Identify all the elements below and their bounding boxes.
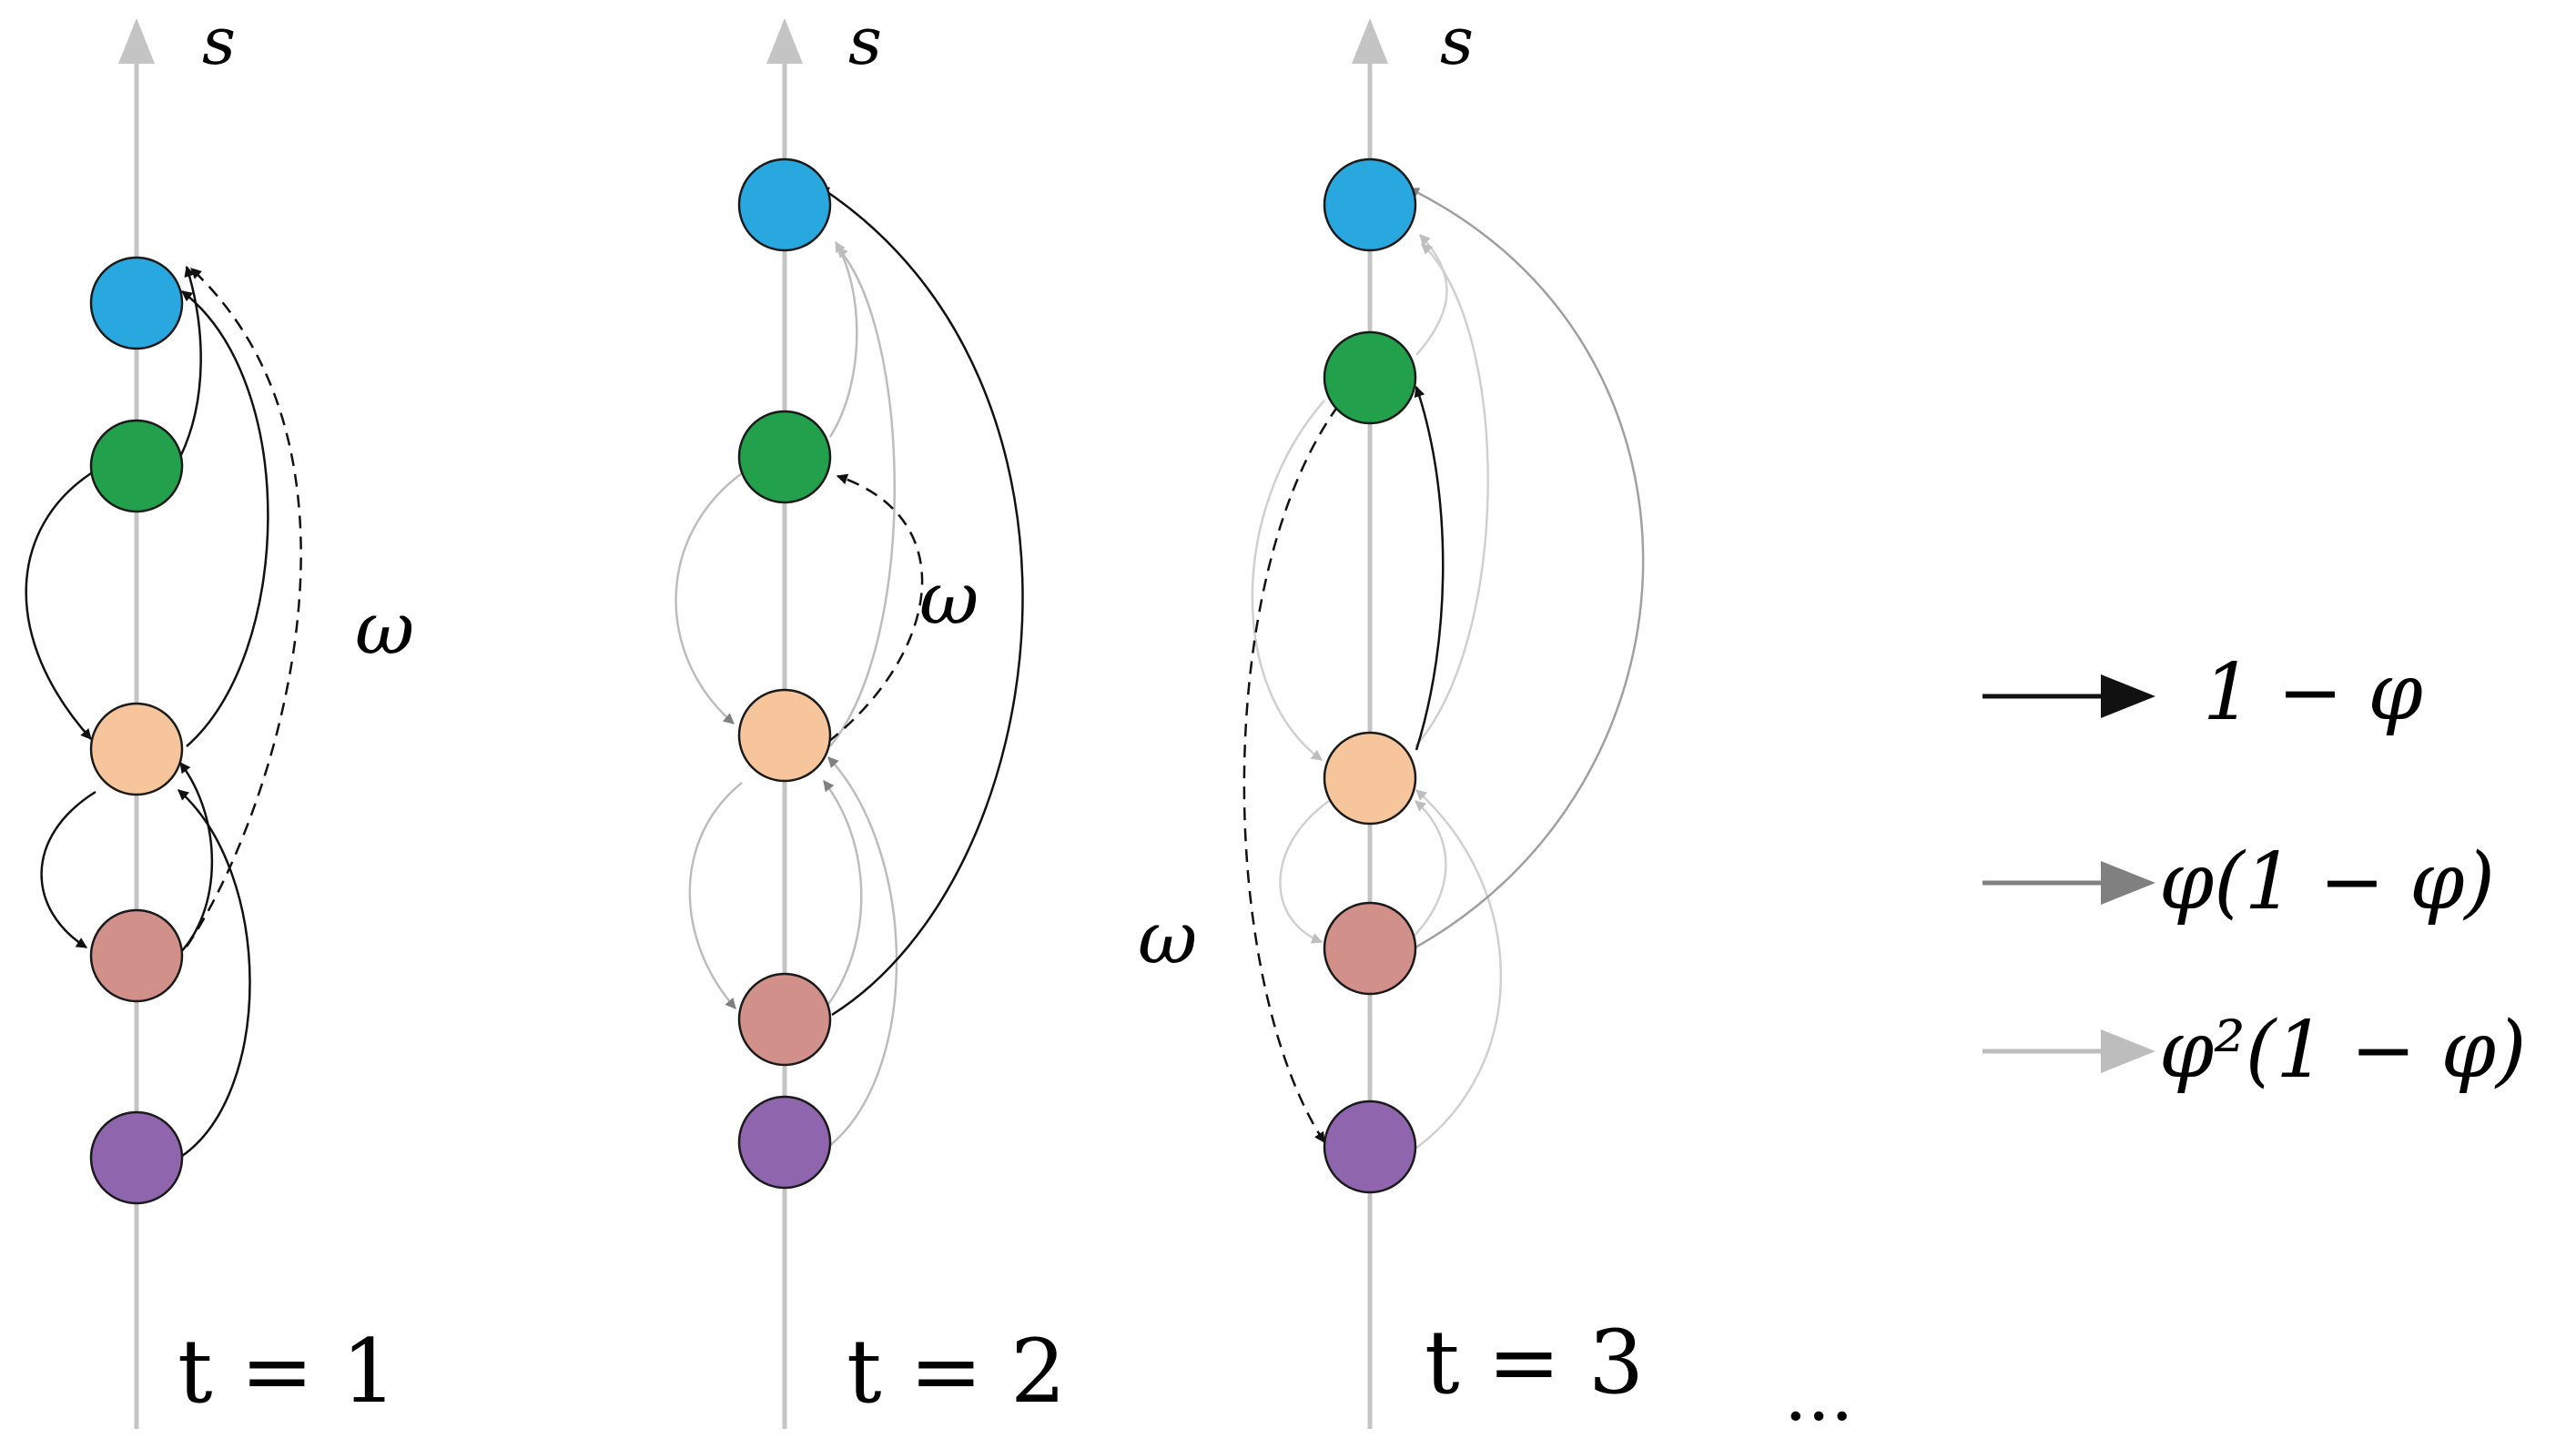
edges-t1 — [25, 265, 302, 1158]
s-axis-label-t2: s — [848, 3, 882, 79]
s-axis-label-t1: s — [202, 3, 236, 79]
edge-pink-to-peach — [177, 762, 214, 957]
edge-omega-pink-to-blue — [185, 268, 302, 947]
node-purple-t1 — [89, 1110, 184, 1205]
edge-green-to-peach-t3 — [1251, 400, 1325, 762]
node-purple-t2 — [737, 1095, 832, 1190]
nodes-t3 — [1323, 157, 1417, 1194]
s-axis-arrowhead-t2 — [766, 18, 803, 64]
time-label-t2: t = 2 — [847, 1321, 1066, 1423]
edge-purple-to-peach — [177, 789, 251, 1158]
s-axis-arrowhead-t3 — [1352, 18, 1388, 64]
s-axis-arrowhead-t1 — [118, 18, 155, 64]
edge-pink-to-blue-t3 — [1407, 187, 1645, 950]
edge-green-to-blue — [178, 265, 202, 458]
node-pink-t3 — [1323, 901, 1417, 996]
edge-purple-to-peach-t3 — [1415, 789, 1502, 1150]
nodes-t1 — [89, 256, 184, 1205]
edge-green-to-blue-t2 — [828, 240, 858, 438]
edge-peach-to-blue — [181, 290, 269, 747]
node-green-t2 — [737, 410, 832, 504]
edge-peach-to-blue-t2 — [829, 247, 896, 747]
time-label-t3: t = 3 — [1425, 1312, 1644, 1414]
edge-omega-peach-to-green-t2 — [827, 473, 924, 743]
edge-pink-to-peach-t2 — [823, 780, 863, 1011]
node-peach-t2 — [737, 688, 832, 783]
edge-green-to-peach-t2 — [674, 471, 743, 724]
edge-green-to-peach — [25, 471, 92, 740]
edge-peach-to-pink-t3 — [1279, 799, 1330, 944]
edge-peach-to-green-t3 — [1414, 385, 1445, 751]
legend-label-black: 1 − φ — [2203, 647, 2423, 738]
edges-t2 — [674, 185, 1024, 1148]
node-green-t1 — [89, 419, 184, 513]
legend: 1 − φ φ(1 − φ) φ²(1 − φ) — [1983, 647, 2526, 1096]
node-peach-t3 — [1323, 731, 1417, 826]
time-label-t1: t = 1 — [177, 1321, 397, 1423]
s-axis-label-t3: s — [1440, 3, 1474, 79]
panel-t1: s ω t = 1 — [25, 3, 414, 1429]
node-pink-t1 — [89, 908, 184, 1003]
node-blue-t2 — [737, 157, 832, 252]
node-green-t3 — [1323, 330, 1417, 425]
node-purple-t3 — [1323, 1099, 1417, 1194]
node-blue-t3 — [1323, 157, 1417, 252]
ellipsis: ... — [1784, 1353, 1853, 1437]
edge-peach-to-pink — [40, 790, 96, 949]
legend-label-gray: φ(1 − φ) — [2159, 836, 2495, 927]
edges-t3 — [1242, 187, 1645, 1150]
node-blue-t1 — [89, 256, 184, 350]
omega-label-t3: ω — [1138, 896, 1197, 980]
edge-peach-to-blue-t3 — [1415, 243, 1489, 747]
node-pink-t2 — [737, 972, 832, 1067]
edge-pink-to-blue-t2 — [817, 185, 1024, 1017]
edge-purple-to-peach-t2 — [827, 756, 898, 1148]
omega-label-t1: ω — [355, 586, 414, 671]
nodes-t2 — [737, 157, 832, 1190]
legend-label-light: φ²(1 − φ) — [2159, 1005, 2526, 1096]
panel-t2: s ω t = 2 — [674, 3, 1066, 1429]
edge-omega-green-to-purple-t3 — [1242, 405, 1340, 1144]
edge-peach-to-pink-t2 — [688, 782, 743, 1009]
omega-label-t2: ω — [919, 556, 979, 641]
node-peach-t1 — [89, 702, 184, 796]
edge-pink-to-peach-t3 — [1412, 800, 1447, 938]
panel-t3: s ω t = 3 — [1138, 3, 1645, 1429]
